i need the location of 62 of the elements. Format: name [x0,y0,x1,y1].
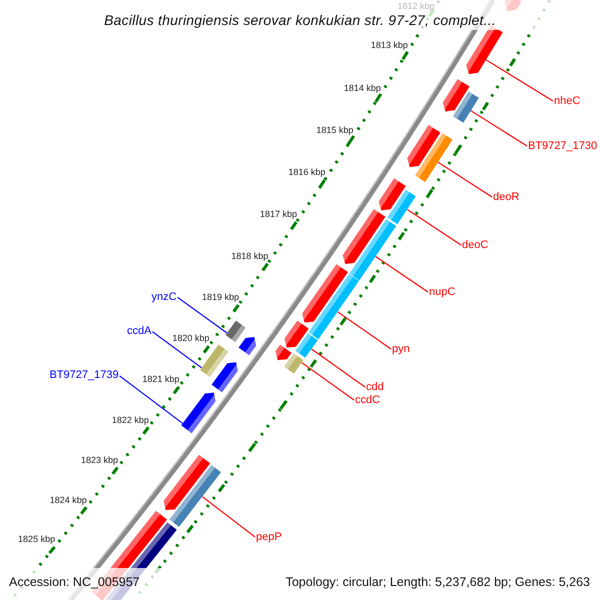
tick-label: 1823 kbp [81,454,118,465]
gene-label: BT9727_1739 [49,369,119,382]
gene-feature [342,209,386,264]
leader-line [152,331,202,368]
leader-line [375,256,428,292]
tick-label: 1818 kbp [231,250,268,261]
tick-label: 1817 kbp [260,209,298,220]
gene-label: nupC [429,286,456,298]
map-info: Topology: circular; Length: 5,237,682 bp; Genes: 5,263 [286,575,590,589]
leader-line [438,162,492,198]
gene-label: cdd [366,380,384,394]
gene-label: BT9727_1730 [528,140,598,152]
tick-label: 1819 kbp [202,292,240,302]
gene-feature [170,465,221,527]
gene-feature [238,337,256,356]
tick-label: 1816 kbp [288,167,326,178]
gene-feature [349,219,396,280]
gene-feature [302,264,348,322]
gene-label: deoR [493,190,520,204]
gene-feature [284,353,304,374]
tick-label: 1812 kbp [398,1,435,11]
leader-line [202,496,256,538]
gene-feature [226,320,246,342]
gene-feature [212,362,238,392]
gene-label: ynzC [151,290,177,304]
tick-label: 1824 kbp [50,494,87,504]
gene-feature [387,190,416,224]
tick-label: 1820 kbp [172,333,210,344]
tick-label: 1813 kbp [370,40,408,50]
gene-feature [200,344,228,377]
gene-feature [453,92,479,123]
gene-label: nheC [554,94,580,108]
gene-label: deoC [462,238,488,252]
tick-label: 1814 kbp [344,82,381,93]
leader-line [406,208,462,246]
gene-feature [296,333,318,358]
gene-feature [308,274,359,340]
gene-feature [276,344,292,360]
gene-feature [442,79,470,112]
tick-label: 1821 kbp [142,374,180,384]
leader-line [486,59,554,102]
gene-label: pepP [256,530,282,544]
gene-label: ccdC [355,394,380,406]
gene-feature [407,125,440,168]
leader-line [119,375,184,424]
leader-line [311,348,366,388]
tick-label: 1825 kbp [18,534,56,544]
gene-feature [181,392,216,434]
leader-line [470,110,528,146]
leader-line [301,362,354,400]
gene-feature [164,454,210,510]
gene-feature [415,133,452,182]
gene-label: ccdA [126,325,152,338]
gene-feature [284,320,309,348]
leader-line [337,311,392,350]
map-info: Accession: NC_005957 [9,575,140,589]
map-title: Bacillus thuringiensis serovar konkukian str. 97-27, complet... [103,13,497,27]
gene-label: pyn [392,342,410,356]
tick-label: 1815 kbp [316,125,354,136]
tick-label: 1822 kbp [112,414,149,425]
gene-feature [378,178,406,210]
leader-line [177,296,228,334]
